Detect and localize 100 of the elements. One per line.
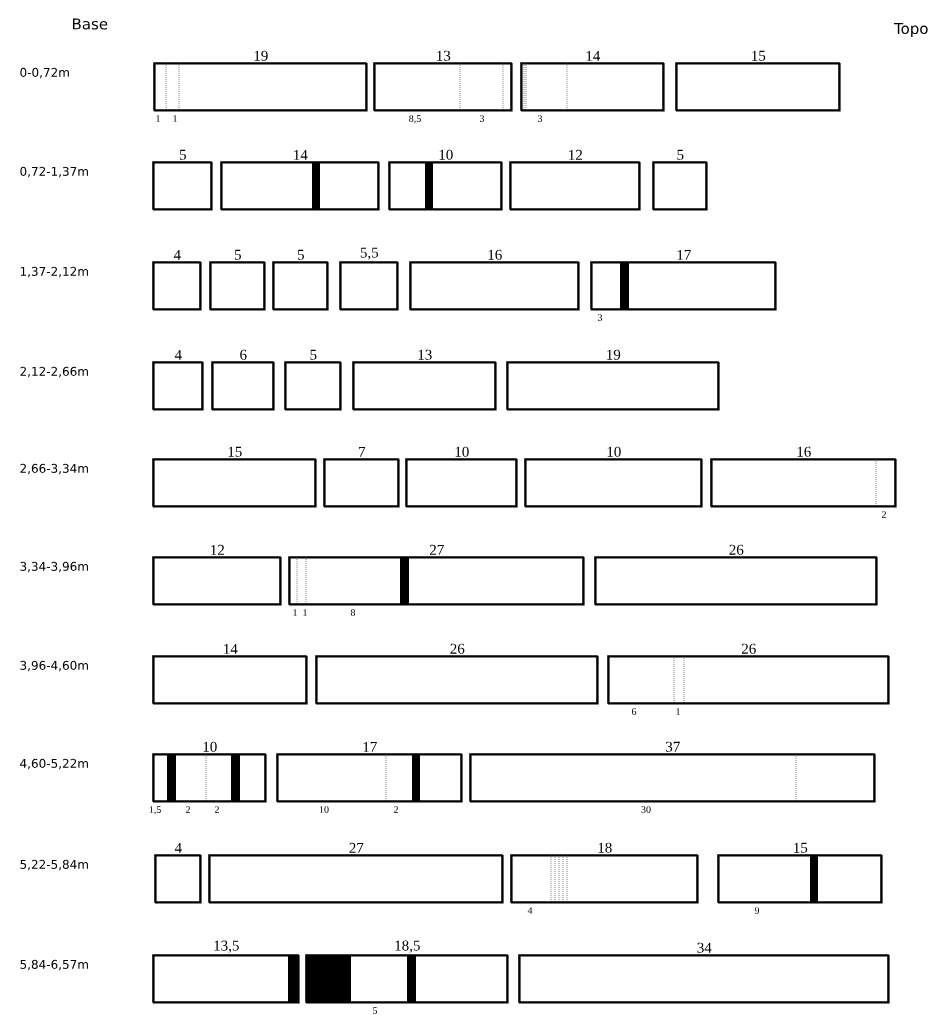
node-label: 19 [607, 349, 621, 360]
node-label: 26 [729, 544, 744, 555]
node-label: 16 [797, 446, 811, 457]
core-box: 4 [152, 349, 204, 411]
node-label: 13 [437, 50, 451, 61]
core-box: 14 [520, 50, 665, 112]
node-label: 17 [677, 249, 691, 260]
core-box: 17 [276, 741, 463, 803]
measurement-label: 1,5 [149, 806, 161, 815]
measurement-label: 3 [538, 115, 543, 122]
node-label: 5 [297, 249, 304, 260]
depth-label: 2,12-2,66m [20, 366, 88, 378]
core-box: 13 [352, 349, 497, 411]
node-label: 5 [677, 149, 684, 160]
depth-label: 1,37-2,12m [20, 266, 88, 278]
core-box: 5 [272, 249, 329, 311]
node-label: 17 [363, 741, 377, 752]
measurement-label: 1 [676, 708, 680, 715]
node-label: 6 [240, 349, 247, 360]
depth-label: 0,72-1,37m [20, 166, 88, 178]
measurement-label: 1 [293, 609, 297, 616]
measurement-label: 3 [480, 115, 485, 122]
axis-label: Base [73, 18, 108, 30]
node-label: 15 [228, 446, 242, 457]
core-box: 10 [524, 446, 703, 508]
measurement-label: 9 [754, 907, 760, 914]
node-label: 14 [294, 149, 308, 160]
core-box: 34 [518, 942, 890, 1004]
core-box: 4 [152, 249, 202, 311]
node-label: 7 [359, 446, 366, 457]
measurement-label: 5 [373, 1007, 378, 1014]
node-label: 13 [418, 349, 432, 360]
measurement-label: 2 [214, 806, 219, 813]
node-label: 26 [450, 643, 465, 654]
node-label: 27 [349, 842, 364, 853]
depth-label: 2,66-3,34m [20, 463, 88, 475]
core-box: 7 [323, 447, 400, 508]
measurement-label: 10 [319, 806, 329, 813]
core-box: 12 [152, 544, 282, 606]
measurement-label: 8 [350, 609, 356, 616]
depth-label: 0-0,72m [20, 67, 69, 79]
core-box: 5 [284, 349, 342, 411]
measurement-label: 4 [527, 907, 533, 914]
core-box: 16 [409, 249, 580, 311]
node-label: 12 [569, 149, 582, 160]
core-box: 4 [154, 842, 202, 904]
measurement-label: 6 [631, 708, 637, 715]
core-box: 10 [152, 741, 267, 803]
core-box: 10 [388, 149, 503, 211]
core-box: 26 [594, 544, 878, 606]
measurement-label: 8,5 [409, 115, 421, 124]
core-box: 12 [509, 149, 641, 211]
node-label: 4 [174, 842, 182, 853]
core-box: 13 [373, 50, 513, 112]
node-label: 5 [179, 149, 186, 160]
node-label: 12 [211, 544, 224, 555]
node-label: 4 [173, 249, 181, 260]
depth-label: 3,96-4,60m [20, 660, 88, 672]
node-label: 15 [794, 842, 808, 853]
node-label: 16 [488, 249, 502, 260]
core-box: 5 [152, 149, 213, 211]
core-box: 6 [211, 349, 275, 411]
core-box: 16 [710, 446, 897, 508]
core-box: 14 [152, 643, 308, 705]
axis-label: Topo [893, 22, 928, 37]
core-box: 26 [607, 643, 890, 705]
node-label: 10 [455, 446, 469, 457]
core-box: 5,5 [339, 247, 399, 311]
node-label: 5,5 [360, 247, 379, 260]
node-label: 4 [174, 349, 182, 360]
core-box: 10 [405, 446, 518, 508]
core-box: 19 [506, 349, 720, 411]
node-label: 37 [666, 741, 680, 752]
core-box: 5 [209, 249, 266, 311]
core-box: 19 [153, 50, 368, 112]
node-label: 15 [752, 50, 766, 61]
core-box: 13,5 [152, 940, 300, 1004]
node-label: 18 [598, 842, 612, 853]
depth-label: 4,60-5,22m [20, 758, 88, 770]
core-box: 15 [675, 50, 841, 112]
core-box: 14 [220, 149, 380, 211]
core-box: 15 [152, 446, 317, 508]
measurement-label: 2 [393, 806, 398, 813]
core-box: 26 [315, 643, 599, 705]
measurement-label: 1 [173, 115, 177, 122]
node-label: 14 [224, 643, 238, 654]
node-label: 5 [310, 349, 317, 360]
node-label: 10 [203, 741, 217, 752]
measurement-label: 30 [641, 806, 651, 813]
core-box: 18 [510, 842, 699, 904]
depth-label: 5,84-6,57m [20, 959, 88, 971]
core-box: 5 [652, 149, 708, 211]
depth-label: 5,22-5,84m [20, 859, 88, 871]
measurement-label: 1 [303, 609, 307, 616]
node-label: 10 [607, 446, 621, 457]
node-label: 5 [234, 249, 241, 260]
measurement-label: 1 [156, 115, 160, 122]
measurement-label: 3 [598, 314, 603, 321]
core-box: 15 [717, 842, 883, 904]
core-box: 18,5 [305, 940, 509, 1004]
